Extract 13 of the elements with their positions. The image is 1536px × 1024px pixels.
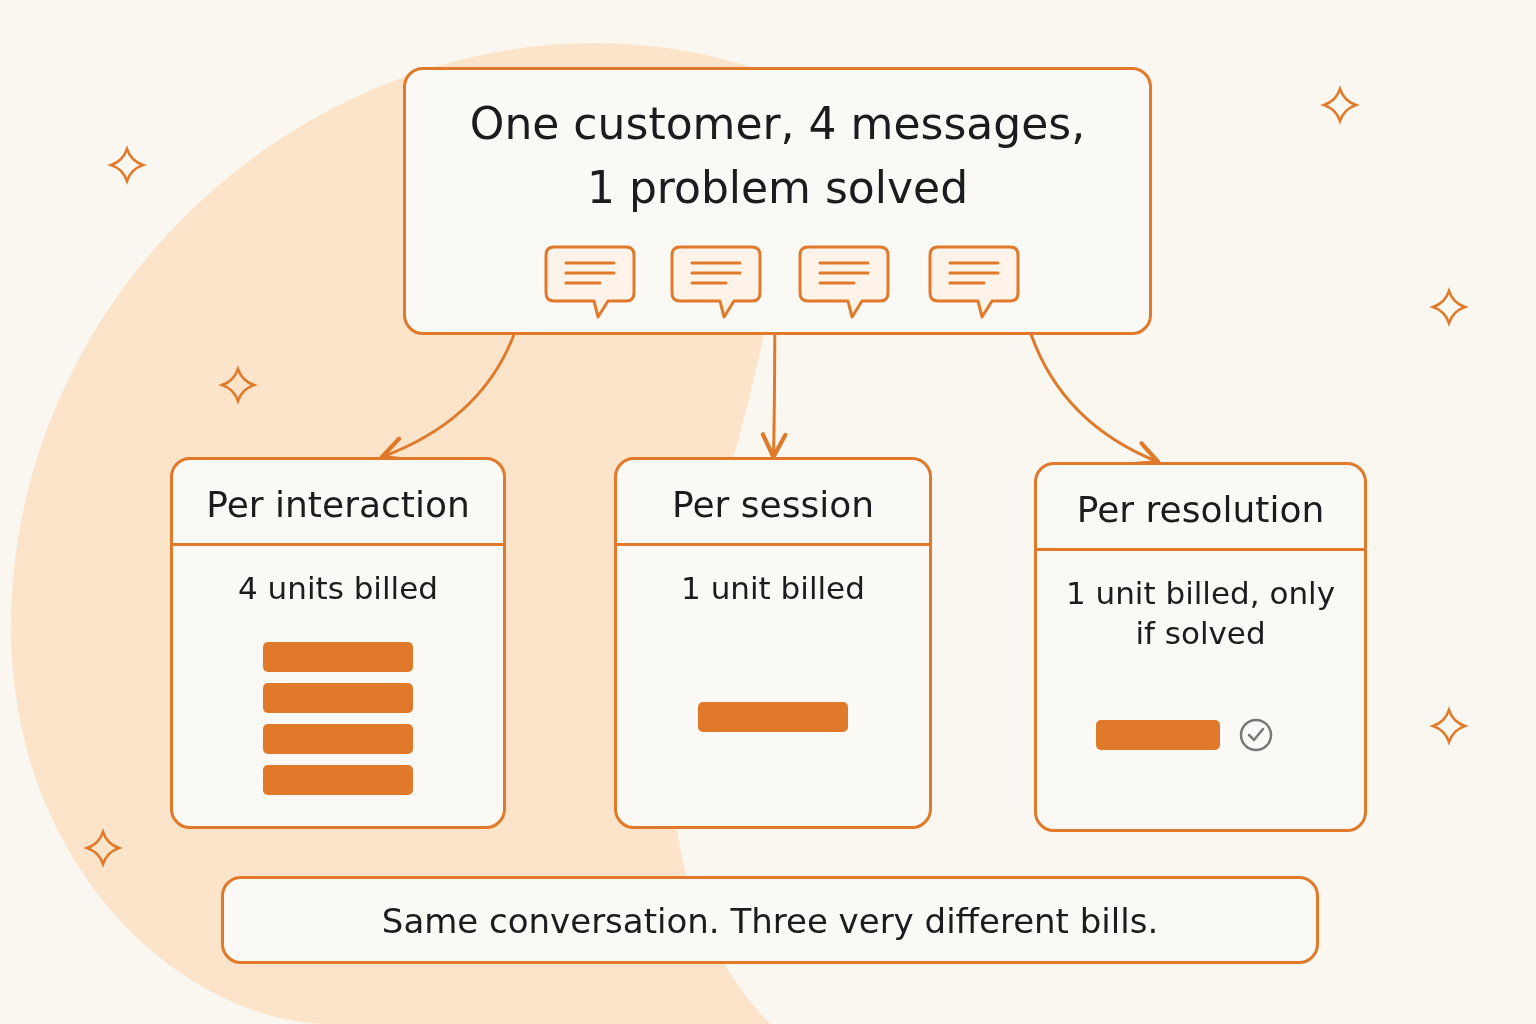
pricing-card bbox=[1034, 462, 1367, 832]
scenario-title: One customer, 4 messages, 1 problem solved bbox=[468, 97, 1087, 215]
pricing-card bbox=[614, 457, 932, 829]
summary-text: Same conversation. Three very different bills. bbox=[380, 901, 1160, 941]
scenario-box bbox=[403, 67, 1152, 335]
billing-note: 4 units billed bbox=[237, 569, 439, 608]
card-header: Per session bbox=[617, 460, 929, 546]
card-header: Per resolution bbox=[1037, 465, 1364, 551]
summary-banner bbox=[221, 876, 1319, 964]
billing-note: 1 unit billed, only if solved bbox=[1064, 574, 1336, 654]
pricing-card bbox=[170, 457, 506, 829]
billing-note: 1 unit billed bbox=[680, 569, 866, 608]
card-header: Per interaction bbox=[173, 460, 503, 546]
